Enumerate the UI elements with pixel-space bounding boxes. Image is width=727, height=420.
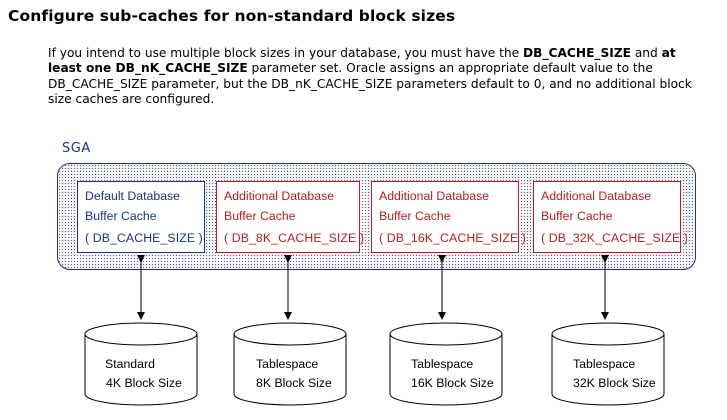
sga-label: SGA — [62, 141, 91, 156]
disk-tablespace-8k — [233, 322, 347, 406]
disk-16k-label: Tablespace 16K Block Size — [411, 355, 494, 393]
disk-32k-line1: Tablespace — [573, 357, 636, 371]
cache-box-8k-param: ( DB_8K_CACHE_SIZE ) — [224, 231, 365, 245]
cache-box-8k-line2: Buffer Cache — [224, 208, 296, 223]
cache-box-16k-param: ( DB_16K_CACHE_SIZE ) — [379, 231, 526, 245]
disk-tablespace-16k — [389, 322, 503, 406]
cache-box-default-line2: Buffer Cache — [85, 208, 157, 223]
cache-box-16k: Additional Database Buffer Cache ( DB_16… — [371, 181, 526, 253]
disk-32k-label: Tablespace 32K Block Size — [573, 355, 656, 393]
cache-box-32k-line2: Buffer Cache — [541, 208, 613, 223]
disk-16k-line2: 16K Block Size — [411, 376, 494, 390]
cache-box-8k: Additional Database Buffer Cache ( DB_8K… — [216, 181, 365, 253]
disk-8k-line1: Tablespace — [256, 357, 319, 371]
intro-text-2: and — [630, 46, 662, 60]
disk-standard-line1: Standard — [105, 357, 155, 371]
cache-box-16k-line2: Buffer Cache — [379, 208, 451, 223]
cache-box-32k-line1: Additional Database — [541, 189, 652, 203]
cache-box-8k-line1: Additional Database — [224, 189, 335, 203]
page-title: Configure sub-caches for non-standard bl… — [8, 7, 456, 25]
cache-box-16k-line1: Additional Database — [379, 189, 490, 203]
disk-standard-4k — [84, 322, 198, 406]
cache-box-32k-param: ( DB_32K_CACHE_SIZE ) — [541, 231, 688, 245]
intro-paragraph: If you intend to use multiple block size… — [48, 46, 698, 108]
disk-16k-line1: Tablespace — [411, 357, 474, 371]
disk-8k-label: Tablespace 8K Block Size — [256, 355, 332, 393]
intro-text-1: If you intend to use multiple block size… — [48, 46, 520, 60]
intro-bold-db-cache-size: DB_CACHE_SIZE — [523, 46, 631, 60]
cache-box-default-param: ( DB_CACHE_SIZE ) — [85, 231, 203, 245]
intro-bold-at-least-one: at least one DB_nK_CACHE_SIZE — [48, 46, 676, 76]
disk-tablespace-32k — [551, 322, 665, 406]
intro-text-3: parameter set. Oracle assigns an appropr… — [48, 61, 692, 107]
disk-8k-line2: 8K Block Size — [256, 376, 332, 390]
disk-standard-line2: 4K Block Size — [106, 376, 182, 390]
cache-box-default: Default Database Buffer Cache ( DB_CACHE… — [77, 181, 205, 253]
cache-box-32k: Additional Database Buffer Cache ( DB_32… — [533, 181, 688, 253]
disk-standard-label: Standard 4K Block Size — [105, 355, 182, 393]
disk-32k-line2: 32K Block Size — [573, 376, 656, 390]
cache-box-default-line1: Default Database — [85, 189, 181, 203]
